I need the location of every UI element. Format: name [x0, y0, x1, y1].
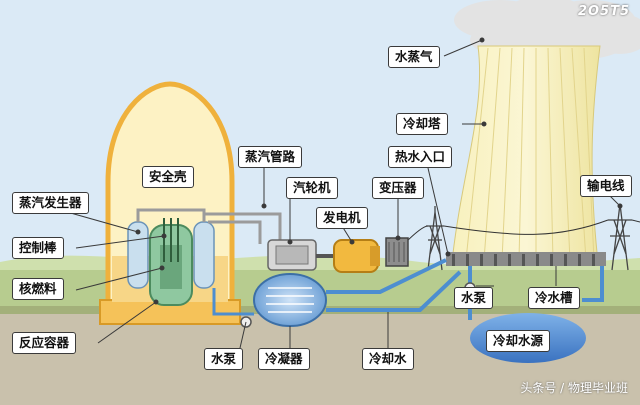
label-hot-water-inlet: 热水入口 — [388, 146, 453, 168]
cooling-water-pipes — [326, 258, 604, 320]
transformer-fins — [388, 242, 405, 262]
label-fuel: 核燃料 — [12, 278, 64, 300]
label-water-vapor: 水蒸气 — [388, 46, 440, 68]
label-power-line: 输电线 — [580, 175, 632, 197]
watermark-source: 头条号 / 物理毕业班 — [520, 381, 628, 395]
feedwater-pipe — [212, 288, 254, 316]
watermark-logo: 2O5T5 — [577, 4, 630, 19]
tower-base-legs — [452, 254, 595, 266]
label-control-rod: 控制棒 — [12, 237, 64, 259]
tower-base — [446, 252, 606, 266]
control-rods — [163, 218, 179, 262]
label-cooling-water: 冷却水 — [362, 348, 414, 370]
label-cooling-source: 冷却水源 — [486, 330, 551, 352]
turbine — [267, 239, 340, 271]
generator-end — [370, 246, 380, 266]
label-steam-pipe: 蒸汽管路 — [238, 146, 303, 168]
label-generator: 发电机 — [316, 207, 368, 229]
leader-lines — [59, 37, 623, 349]
steam-pipes — [136, 208, 282, 244]
steam-generator-right — [193, 221, 215, 289]
label-water-pump-right: 水泵 — [454, 287, 494, 309]
label-cooling-tank: 冷水槽 — [528, 287, 580, 309]
fuel-core — [160, 245, 182, 289]
condenser-coils — [266, 287, 314, 313]
label-steam-generator: 蒸汽发生器 — [12, 192, 89, 214]
label-transformer: 变压器 — [372, 177, 424, 199]
label-turbine: 汽轮机 — [286, 177, 338, 199]
label-reactor-vessel: 反应容器 — [12, 332, 77, 354]
cooling-tower-ribs — [465, 47, 595, 261]
label-cooling-tower: 冷却塔 — [396, 113, 448, 135]
transmission-tower-left — [426, 206, 444, 271]
condenser — [253, 273, 327, 327]
label-water-pump-left: 水泵 — [204, 348, 244, 370]
label-condenser: 冷凝器 — [258, 348, 310, 370]
label-containment: 安全壳 — [142, 166, 194, 188]
